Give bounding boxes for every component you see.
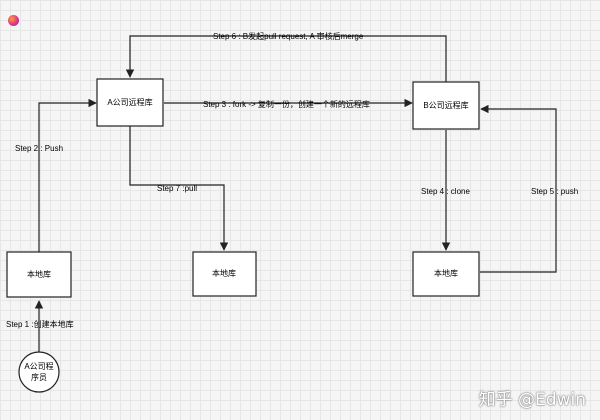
edge-step5-arrow xyxy=(480,104,557,273)
node-programmer-label-line1: A公司程 xyxy=(24,362,53,371)
app-logo-icon xyxy=(8,15,19,26)
node-programmer-label-line2: 序员 xyxy=(31,372,47,382)
edge-label-step1: Step 1 :创建本地库 xyxy=(6,319,74,329)
node-local-b-label: 本地库 xyxy=(434,268,458,278)
watermark: 知乎 @Edwin xyxy=(478,390,586,410)
edge-step7-arrow xyxy=(129,126,229,251)
edge-label-step6: Step 6 : B发起pull request, A 审核后merge xyxy=(213,31,364,41)
node-local-b: 本地库 xyxy=(412,251,480,297)
edge-label-step7: Step 7 :pull xyxy=(157,184,197,193)
edge-label-step3: Step 3 : fork -> 复制一份，创建一个新的远程库 xyxy=(203,99,370,109)
edge-step2-arrow xyxy=(38,98,97,252)
edge-label-step4: Step 4 : clone xyxy=(421,187,470,196)
node-b-remote: B公司远程库 xyxy=(412,81,480,130)
node-b-remote-label: B公司远程库 xyxy=(423,100,468,110)
node-local-a: 本地库 xyxy=(6,251,72,298)
edge-label-step2: Step 2 : Push xyxy=(15,144,63,153)
edge-step6-arrow xyxy=(125,35,447,82)
edge-label-step5: Step 5 : push xyxy=(531,187,578,196)
node-local-pull: 本地库 xyxy=(192,251,257,297)
node-a-remote-label: A公司远程库 xyxy=(107,97,152,107)
node-local-pull-label: 本地库 xyxy=(212,268,236,278)
node-local-a-label: 本地库 xyxy=(27,269,51,279)
node-programmer: A公司程 序员 xyxy=(18,351,60,393)
node-a-remote: A公司远程库 xyxy=(96,78,164,127)
